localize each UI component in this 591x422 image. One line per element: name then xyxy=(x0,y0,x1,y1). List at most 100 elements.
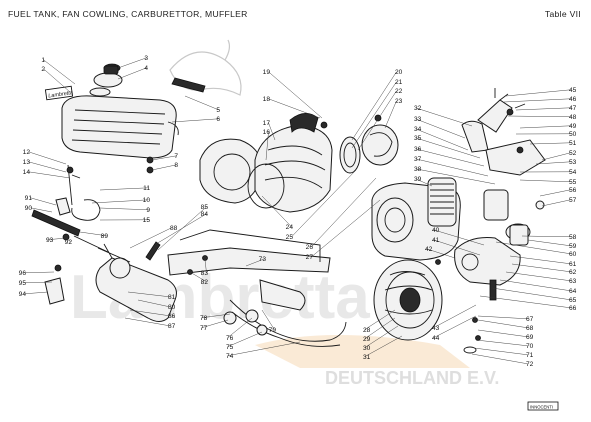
callout-leader-81 xyxy=(127,291,170,298)
callout-number-6: 6 xyxy=(216,116,220,123)
callout-leader-39 xyxy=(415,178,433,187)
callout-number-84: 84 xyxy=(201,211,209,218)
callout-leader-3 xyxy=(117,57,147,69)
callout-leader-30 xyxy=(364,325,399,348)
callout-leader-46 xyxy=(503,98,571,103)
callout-leader-58 xyxy=(521,235,571,238)
callout-number-96: 96 xyxy=(19,270,27,277)
callout-number-40: 40 xyxy=(432,227,440,234)
callout-number-28: 28 xyxy=(363,327,371,334)
callout-number-74: 74 xyxy=(226,353,234,360)
callout-leader-17 xyxy=(268,122,276,141)
callout-number-70: 70 xyxy=(526,343,534,350)
callout-leader-9 xyxy=(99,207,149,211)
callout-number-62: 62 xyxy=(569,269,577,276)
callout-leader-92 xyxy=(65,237,71,242)
callout-leader-24 xyxy=(261,195,292,227)
callout-leader-94 xyxy=(24,291,49,295)
callout-number-33: 33 xyxy=(414,116,422,123)
callout-leader-73 xyxy=(245,258,265,267)
callout-number-59: 59 xyxy=(569,243,577,250)
callout-leader-93 xyxy=(47,237,67,241)
callout-number-61: 61 xyxy=(569,261,577,268)
callout-leader-38 xyxy=(415,168,496,185)
page-title: FUEL TANK, FAN COWLING, CARBURETTOR, MUF… xyxy=(8,9,248,19)
callout-number-66: 66 xyxy=(569,305,577,312)
callout-number-95: 95 xyxy=(19,280,27,287)
callout-leader-57 xyxy=(541,199,571,207)
callout-number-49: 49 xyxy=(569,123,577,130)
callout-leader-43 xyxy=(433,304,477,328)
innocenti-badge-text: INNOCENTI xyxy=(530,405,553,410)
callout-leader-75 xyxy=(227,331,263,348)
callout-leader-52 xyxy=(541,152,571,161)
callout-leader-74 xyxy=(227,341,301,357)
callout-number-64: 64 xyxy=(569,288,577,295)
callout-leader-76 xyxy=(227,317,253,338)
callout-leader-11 xyxy=(99,187,149,191)
callout-number-54: 54 xyxy=(569,169,577,176)
callout-number-10: 10 xyxy=(143,197,151,204)
callout-number-4: 4 xyxy=(144,65,148,72)
callout-number-15: 15 xyxy=(143,217,151,224)
fuel-tank: Lambretta xyxy=(44,63,206,174)
callout-number-3: 3 xyxy=(144,55,148,62)
callout-number-57: 57 xyxy=(569,197,577,204)
callout-number-16: 16 xyxy=(263,129,271,136)
callout-leader-59 xyxy=(527,239,571,247)
callout-number-29: 29 xyxy=(363,336,371,343)
callout-number-75: 75 xyxy=(226,344,234,351)
callout-number-76: 76 xyxy=(226,335,234,342)
callout-leader-68 xyxy=(477,319,528,329)
callout-number-86: 86 xyxy=(168,313,176,320)
watermark-swan-logo xyxy=(169,39,242,96)
watermark-country: DEUTSCHLAND E.V. xyxy=(325,368,499,388)
callout-leader-1 xyxy=(43,59,76,85)
callout-number-20: 20 xyxy=(395,69,403,76)
callout-leader-27 xyxy=(311,199,381,257)
callout-number-5: 5 xyxy=(216,107,220,114)
callout-leader-21 xyxy=(351,81,397,149)
callout-leader-84 xyxy=(155,213,207,245)
callout-leader-40 xyxy=(433,229,485,246)
callout-number-21: 21 xyxy=(395,79,403,86)
callout-number-79: 79 xyxy=(269,327,277,334)
callout-number-45: 45 xyxy=(569,87,577,94)
callout-number-67: 67 xyxy=(526,316,534,323)
callout-leader-83 xyxy=(204,259,207,273)
callout-number-73: 73 xyxy=(259,256,267,263)
callout-number-7: 7 xyxy=(174,153,178,160)
callout-leader-69 xyxy=(477,329,528,338)
callout-number-88: 88 xyxy=(170,225,178,232)
callout-leader-22 xyxy=(357,90,397,151)
callout-leader-10 xyxy=(91,199,149,204)
callout-leader-96 xyxy=(24,271,55,274)
callout-leader-16 xyxy=(265,131,269,161)
callout-leader-86 xyxy=(129,309,170,317)
fuel-tap xyxy=(31,164,109,305)
callout-number-19: 19 xyxy=(263,69,271,76)
callout-leader-63 xyxy=(505,271,571,282)
callout-number-85: 85 xyxy=(201,204,209,211)
callout-number-58: 58 xyxy=(569,234,577,241)
callout-leader-51 xyxy=(529,142,571,145)
callout-leader-32 xyxy=(415,107,473,127)
callout-leader-64 xyxy=(499,279,571,292)
callout-number-71: 71 xyxy=(526,352,534,359)
callout-number-37: 37 xyxy=(414,156,422,163)
callout-leader-8 xyxy=(151,164,177,171)
callout-number-93: 93 xyxy=(46,237,54,244)
callout-leader-20 xyxy=(351,71,397,141)
callout-number-22: 22 xyxy=(395,88,403,95)
callout-leader-70 xyxy=(475,339,528,347)
callout-number-48: 48 xyxy=(569,114,577,121)
callout-leader-41 xyxy=(433,239,481,256)
callout-leader-56 xyxy=(539,189,571,197)
callout-number-11: 11 xyxy=(143,185,150,192)
callout-number-56: 56 xyxy=(569,187,577,194)
callout-number-31: 31 xyxy=(363,354,371,361)
cooling-fan-rings xyxy=(339,114,399,174)
callout-leader-36 xyxy=(415,148,485,167)
